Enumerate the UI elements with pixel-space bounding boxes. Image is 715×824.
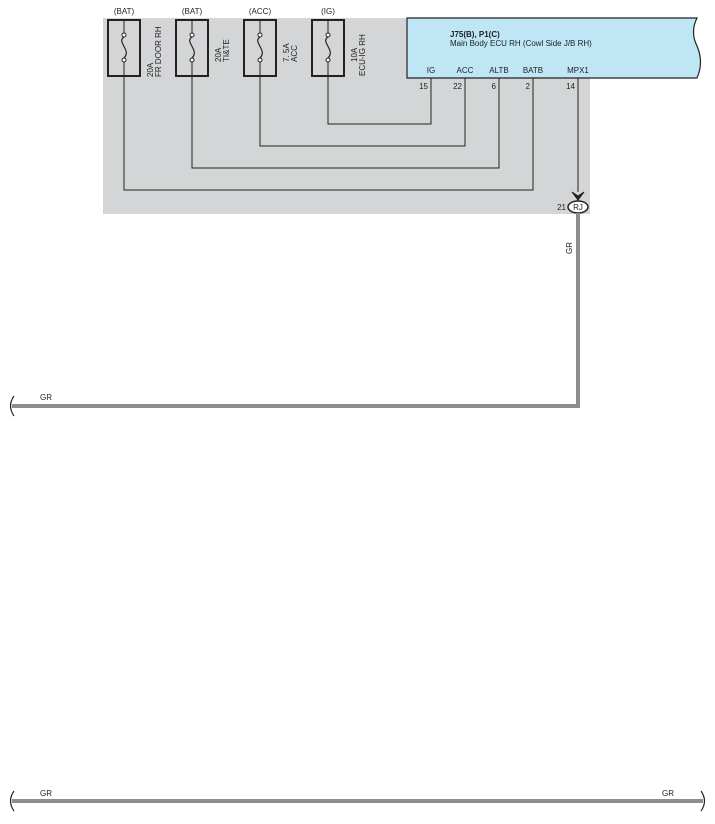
fuse-name: ECU-IG RH xyxy=(358,34,367,76)
connector-arrow-icon xyxy=(571,191,585,201)
fuse-source: (BAT) xyxy=(182,7,203,16)
wire-break-bottom-right-icon xyxy=(700,790,706,812)
ecu-pin-number-batb: 2 xyxy=(526,82,531,91)
fuse-rating: 10A xyxy=(350,47,359,62)
wire-label-middle: GR xyxy=(40,393,52,402)
wire-gr-main xyxy=(12,213,580,408)
wire-label-vertical: GR xyxy=(565,242,574,254)
fuse-terminal xyxy=(189,32,195,38)
fuse-element-icon xyxy=(121,36,127,59)
junction-label: RJ xyxy=(573,203,583,212)
fuse-rating: 20A xyxy=(214,47,223,62)
fuse-element-icon xyxy=(257,36,263,59)
fuse-terminal xyxy=(325,32,331,38)
wire-fr-door-rh-to-batb xyxy=(123,76,534,191)
fuse-ti-te: (BAT) 20A TI&TE xyxy=(175,7,231,77)
fuse-terminal xyxy=(189,57,195,63)
fuse-terminal xyxy=(121,57,127,63)
wire-acc-to-acc xyxy=(259,76,466,147)
ecu-pin-number-acc: 22 xyxy=(453,82,462,91)
ecu-pin-name-altb: ALTB xyxy=(489,66,508,75)
ecu-box xyxy=(406,17,702,79)
fuse-name: TI&TE xyxy=(222,39,231,62)
wire-label-bottom-right: GR xyxy=(662,789,674,798)
wire-break-bottom-left-icon xyxy=(9,790,15,812)
fuse-terminal xyxy=(325,57,331,63)
ecu-pin-name-mpx1: MPX1 xyxy=(567,66,589,75)
fuse-source: (BAT) xyxy=(114,7,135,16)
fuse-element-icon xyxy=(189,36,195,59)
wire-ecu-ig-rh-to-ig xyxy=(327,76,432,125)
ecu-pin-number-altb: 6 xyxy=(492,82,497,91)
ecu-pin-number-ig: 15 xyxy=(419,82,428,91)
junction-pin: 21 xyxy=(557,203,566,212)
wire-break-left-icon xyxy=(9,395,15,417)
fuse-name: ACC xyxy=(290,45,299,62)
wire-label-bottom-left: GR xyxy=(40,789,52,798)
fuse-source: (ACC) xyxy=(249,7,272,16)
fuse-element-icon xyxy=(325,36,331,59)
fuse-rating: 20A xyxy=(146,62,155,77)
ecu-pin-name-acc: ACC xyxy=(457,66,474,75)
fuse-ecu-ig-rh: (IG) 10A ECU-IG RH xyxy=(311,7,367,77)
ecu-pin-name-batb: BATB xyxy=(523,66,543,75)
ecu-connector-label: J75(B), P1(C) xyxy=(450,30,500,39)
ecu-pin-name-ig: IG xyxy=(427,66,435,75)
fuse-terminal xyxy=(121,32,127,38)
ecu-pin-number-mpx1: 14 xyxy=(566,82,575,91)
fuse-name: FR DOOR RH xyxy=(154,26,163,77)
fuse-terminal xyxy=(257,32,263,38)
fuse-rating: 7. 5A xyxy=(282,43,291,62)
wire-ti-te-to-altb xyxy=(191,76,500,169)
fuse-terminal xyxy=(257,57,263,63)
ecu-title: Main Body ECU RH (Cowl Side J/B RH) xyxy=(450,39,592,48)
fuse-source: (IG) xyxy=(321,7,335,16)
